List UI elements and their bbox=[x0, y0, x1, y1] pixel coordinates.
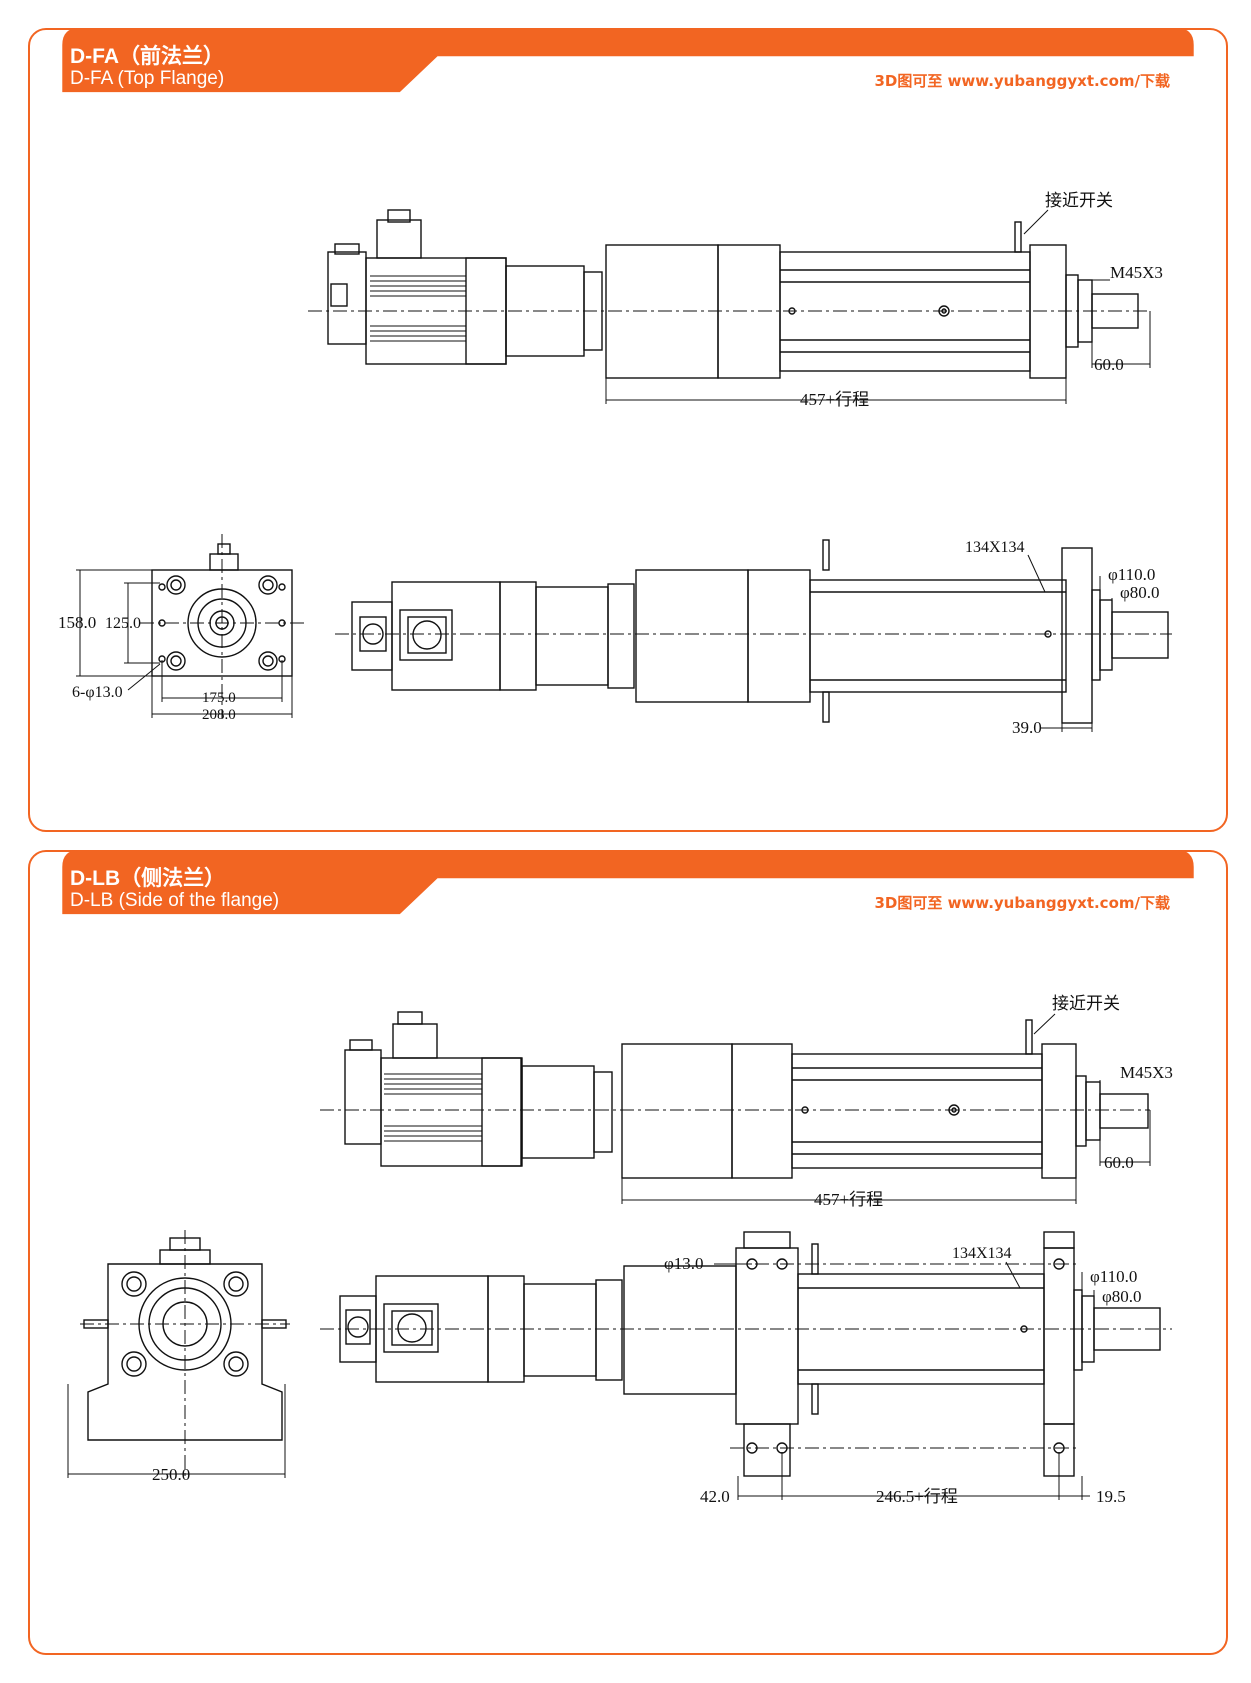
fa-top-view bbox=[335, 539, 1172, 732]
lb-top-view bbox=[320, 1231, 1172, 1500]
section-title: D-FA（前法兰） bbox=[70, 45, 224, 68]
fa-flange-thickness: 39.0 bbox=[1012, 718, 1042, 737]
lb-thread-label: M45X3 bbox=[1120, 1063, 1173, 1082]
lb-right-dim: 19.5 bbox=[1096, 1487, 1126, 1506]
fa-holes-label: 6-φ13.0 bbox=[72, 684, 123, 701]
lb-hole-label: φ13.0 bbox=[664, 1254, 704, 1273]
lb-switch-label: 接近开关 bbox=[1052, 994, 1120, 1013]
section-title: D-LB（侧法兰） bbox=[70, 867, 226, 890]
lb-d2-label: φ80.0 bbox=[1102, 1287, 1142, 1306]
lb-side-view bbox=[320, 1011, 1151, 1204]
panel-d-lb: D-LB（侧法兰） D-LB (Side of the flange) 3D图可… bbox=[28, 850, 1228, 1655]
fa-end-view bbox=[76, 534, 305, 718]
lb-d1-label: φ110.0 bbox=[1090, 1267, 1137, 1286]
fa-width-inner: 175.0 bbox=[202, 690, 236, 706]
section-subtitle: D-LB (Side of the flange) bbox=[70, 890, 280, 911]
fa-height-inner: 125.0 bbox=[105, 615, 141, 632]
lb-mid-dim: 246.5+行程 bbox=[876, 1487, 958, 1506]
fa-rod-ext-label: 60.0 bbox=[1094, 355, 1124, 374]
fa-width-outer: 208.0 bbox=[202, 707, 236, 723]
fa-square-label: 134X134 bbox=[965, 539, 1025, 556]
fa-side-view bbox=[308, 209, 1151, 404]
section-subtitle: D-FA (Top Flange) bbox=[70, 68, 225, 89]
download-link[interactable]: 3D图可至 www.yubanggyxt.com/下载 bbox=[874, 894, 1170, 912]
section-header-bar bbox=[62, 28, 1194, 93]
lb-length-label: 457+行程 bbox=[814, 1190, 883, 1209]
lb-square-label: 134X134 bbox=[952, 1245, 1012, 1262]
fa-height-outer: 158.0 bbox=[58, 613, 96, 632]
lb-end-view bbox=[67, 1230, 290, 1478]
fa-switch-label: 接近开关 bbox=[1045, 191, 1113, 210]
fa-d1-label: φ110.0 bbox=[1108, 565, 1155, 584]
fa-d2-label: φ80.0 bbox=[1120, 583, 1160, 602]
fa-length-label: 457+行程 bbox=[800, 390, 869, 409]
fa-thread-label: M45X3 bbox=[1110, 263, 1163, 282]
lb-rod-ext-label: 60.0 bbox=[1104, 1153, 1134, 1172]
lb-width-label: 250.0 bbox=[152, 1465, 190, 1484]
lb-left-dim: 42.0 bbox=[700, 1487, 730, 1506]
download-link[interactable]: 3D图可至 www.yubanggyxt.com/下载 bbox=[874, 72, 1170, 90]
section-header-bar bbox=[62, 850, 1194, 915]
